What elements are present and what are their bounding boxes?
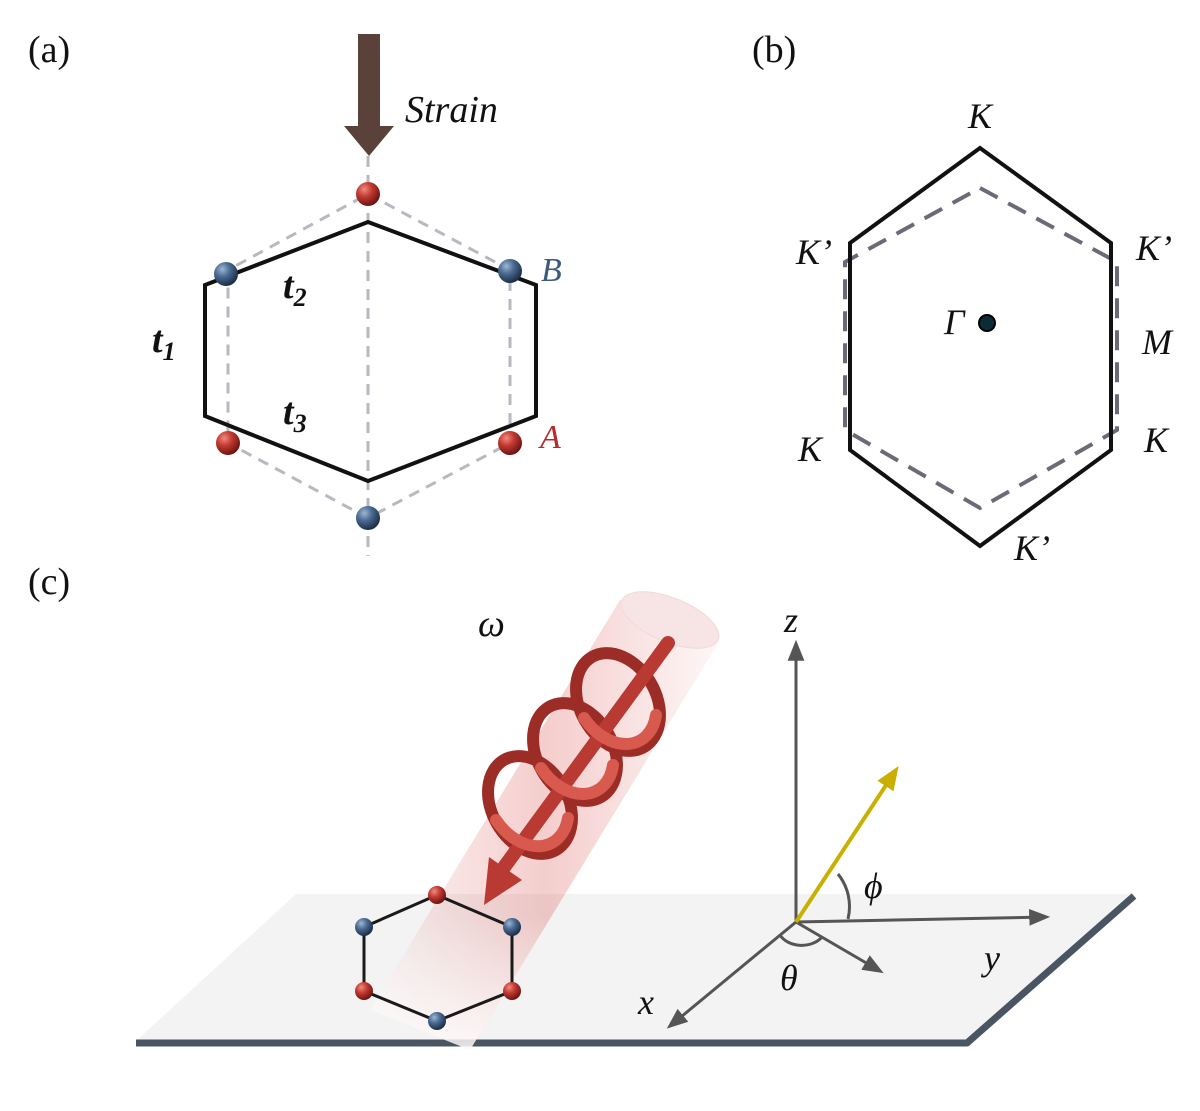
lattice-atom-b-bottom <box>428 1012 446 1030</box>
polarization-vector-icon <box>794 765 899 924</box>
panel-a: (a) Strain B A t1 t2 t3 <box>28 29 562 556</box>
axis-x-label: x <box>637 982 654 1022</box>
reference-lattice <box>226 156 512 556</box>
atom-b-upper-left <box>214 262 238 286</box>
frequency-label: ω <box>478 603 505 645</box>
panel-b: (b) Γ K K’ K’ M K K K’ <box>752 29 1174 568</box>
point-gamma: Γ <box>943 302 966 342</box>
atom-a-top <box>356 182 380 206</box>
hopping-t2-label: t2 <box>283 265 307 312</box>
strained-hexagon <box>203 219 538 484</box>
brillouin-zone <box>848 145 1113 549</box>
atom-a-lower-right <box>498 431 522 455</box>
lattice-atom-b-right <box>503 918 521 936</box>
strained-brillouin-zone <box>843 185 1119 511</box>
point-k-top: K <box>967 96 994 136</box>
panel-c: (c) <box>28 561 1137 1050</box>
point-kprime-upper-left: K’ <box>795 232 832 272</box>
lattice-atom-a-right <box>503 982 521 1000</box>
atom-a-lower-left <box>216 431 240 455</box>
point-m: M <box>1141 322 1174 362</box>
phi-arc <box>836 873 851 920</box>
lattice-atom-a-top <box>428 886 446 904</box>
beam-arrow-icon <box>484 636 675 905</box>
point-k-lower-right: K <box>1143 420 1170 460</box>
point-k-lower-left: K <box>797 429 824 469</box>
substrate-lattice <box>355 886 521 1030</box>
panel-c-label: (c) <box>28 561 70 603</box>
helix-front <box>490 709 662 853</box>
lattice-atom-a-left <box>355 982 373 1000</box>
angle-phi-label: ϕ <box>864 866 883 906</box>
gamma-point-icon <box>978 314 996 332</box>
sublattice-b-label: B <box>541 252 562 289</box>
atom-b-upper-right <box>498 259 522 283</box>
point-kprime-bottom: K’ <box>1013 528 1050 568</box>
panel-a-label: (a) <box>28 29 70 71</box>
strain-arrow-icon <box>344 34 394 156</box>
panel-b-label: (b) <box>752 29 796 71</box>
hopping-t1-label: t1 <box>152 319 176 366</box>
coordinate-axes <box>666 639 1051 1029</box>
hopping-t3-label: t3 <box>283 391 307 438</box>
point-kprime-upper-right: K’ <box>1135 228 1172 268</box>
axis-y-label: y <box>981 938 1000 978</box>
atom-b-bottom <box>356 506 380 530</box>
strain-label: Strain <box>405 89 498 131</box>
sublattice-a-label: A <box>538 419 561 456</box>
theta-arc <box>778 934 824 947</box>
lattice-atom-b-left <box>355 918 373 936</box>
axis-z-label: z <box>783 600 798 640</box>
angle-theta-label: θ <box>780 958 798 998</box>
light-beam <box>370 591 720 1050</box>
